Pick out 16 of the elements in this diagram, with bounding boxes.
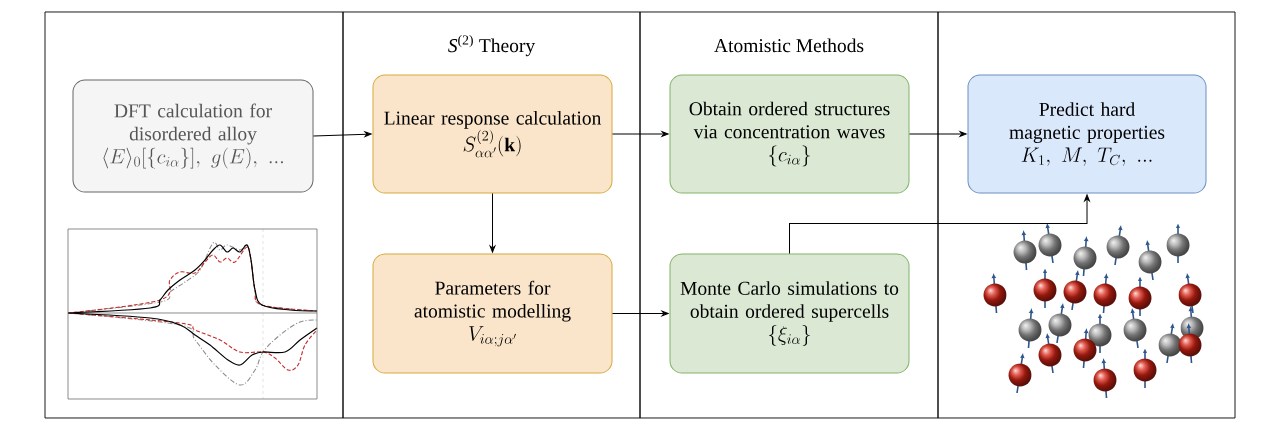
arrow [789, 194, 1090, 254]
process-box: Obtain ordered structures via concentration waves $\{c_{i\alpha}\}$ [669, 74, 910, 194]
process-box: Monte Carlo simulations to obtain ordered supercells $\{\xi_{i\alpha}\}$ [669, 253, 910, 374]
arrow [313, 131, 372, 138]
process-box: Parameters for atomistic modelling $V_{i\alpha;j\alpha'}$ [372, 253, 613, 374]
panel [44, 11, 344, 419]
process-box: Linear response calculation $S^{(2)}_{\alpha\alpha'}(\mathbf{k})$ [372, 74, 613, 194]
arrow [612, 131, 669, 137]
panel [937, 11, 1236, 419]
process-box: Predict hard magnetic properties $K_1,\ M,\ T_C,\ \mathrm{...}$ [967, 74, 1207, 194]
process-box: DFT calculation for disordered alloy $\langle E\rangle_0[\{c_{i\alpha}\}],\ g(E),\ \mathrm{...}$ [72, 79, 314, 193]
column-heading: S$^{(2)}$ Theory [448, 35, 536, 57]
arrow [489, 193, 496, 253]
arrow [909, 131, 967, 137]
column-heading: Atomistic Methods [714, 38, 864, 53]
arrow [612, 310, 669, 317]
